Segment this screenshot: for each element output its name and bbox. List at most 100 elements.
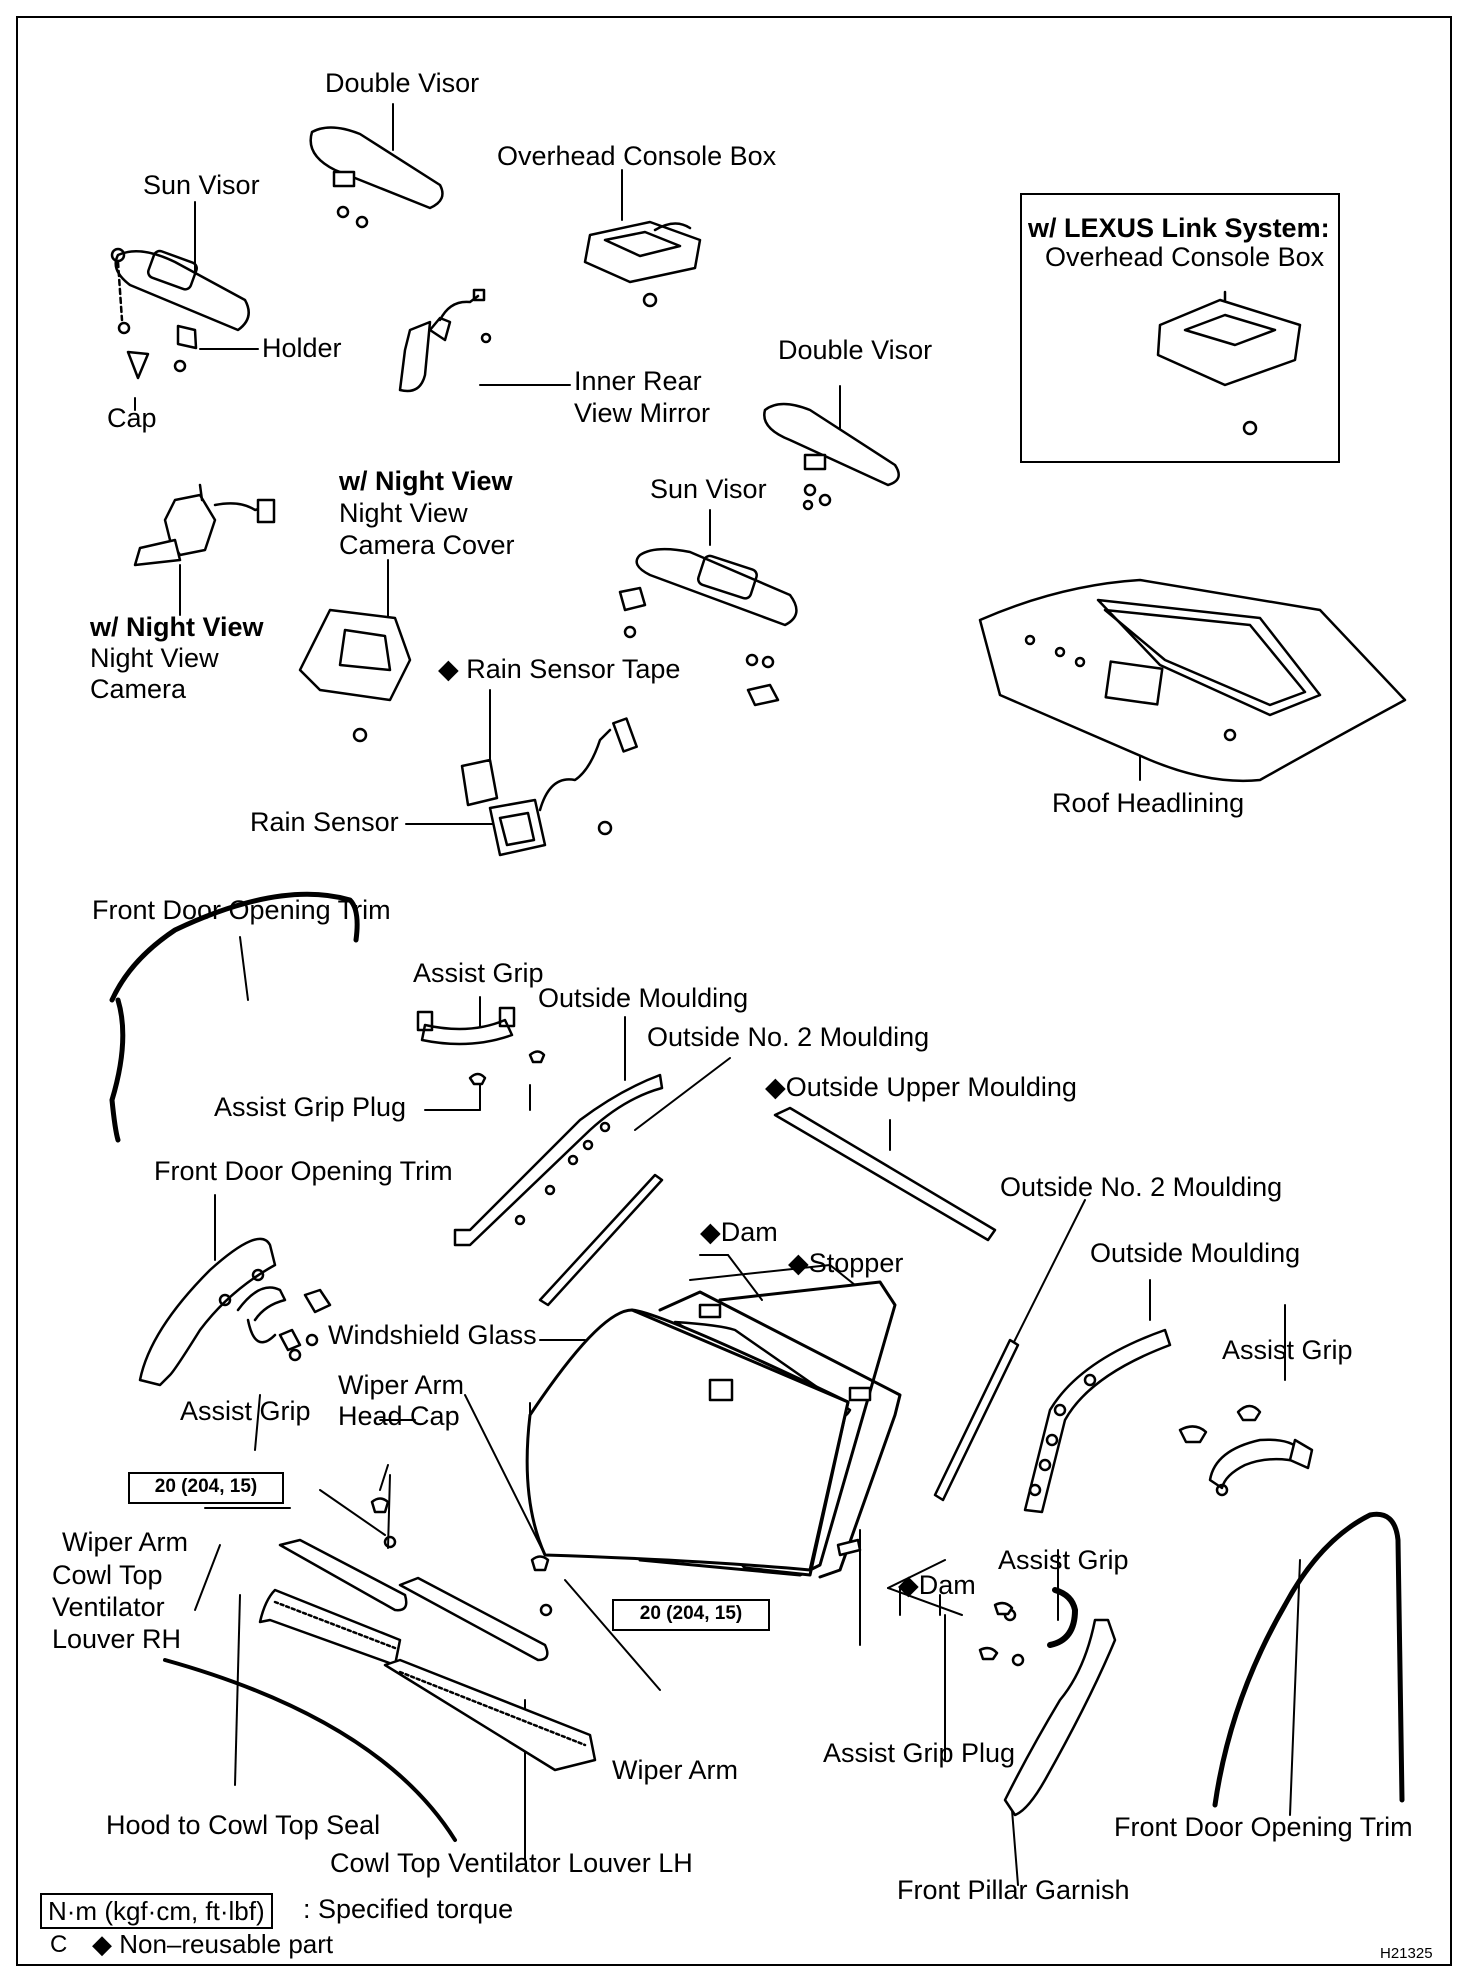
legend-nonreusable: ◆ Non–reusable part <box>92 1929 333 1960</box>
label-rain-sensor: Rain Sensor <box>250 807 399 837</box>
outside-moulding-left-icon <box>453 1073 664 1247</box>
label-inner-rear-view-mirror-2: View Mirror <box>574 398 711 428</box>
double-visor-right-icon <box>763 402 900 511</box>
label-sun-visor-right: Sun Visor <box>650 474 767 504</box>
assist-grip-right-icon <box>1178 1404 1314 1497</box>
double-visor-top-icon <box>309 126 444 229</box>
label-rain-sensor-tape: ◆ Rain Sensor Tape <box>438 654 680 685</box>
diamond-icon: ◆ <box>898 1570 919 1600</box>
rain-sensor-tape-text: Rain Sensor Tape <box>466 654 681 684</box>
label-dam-top: ◆Dam <box>700 1217 778 1248</box>
label-cap: Cap <box>107 403 157 433</box>
label-wiper-arm-head-cap-2: Head Cap <box>338 1401 460 1431</box>
outside-upper-moulding-text: Outside Upper Moulding <box>785 1072 1077 1102</box>
label-cowl-rh-3: Louver RH <box>52 1624 182 1654</box>
diamond-icon: ◆ <box>700 1217 721 1247</box>
outside-no2-moulding-left-icon <box>538 1173 664 1307</box>
diamond-icon: ◆ <box>92 1929 112 1959</box>
diamond-icon: ◆ <box>438 654 459 684</box>
label-wiper-arm-right: Wiper Arm <box>612 1755 739 1785</box>
night-view-camera-cover-icon <box>298 608 412 743</box>
diagram-frame <box>16 16 1452 1966</box>
inner-rear-view-mirror-icon <box>398 288 492 393</box>
outside-moulding-right-icon <box>1023 1328 1172 1514</box>
roof-headlining-icon <box>978 578 1407 783</box>
front-door-opening-trim-top-icon <box>109 891 360 1143</box>
front-door-opening-trim-right-icon <box>1212 1511 1405 1808</box>
legend-torque-text: : Specified torque <box>303 1894 514 1924</box>
label-inner-rear-view-mirror-1: Inner Rear <box>574 366 702 396</box>
torque-spec-right: 20 (204, 15) <box>612 1599 770 1631</box>
label-dam-bottom: ◆Dam <box>898 1570 976 1601</box>
figure-code: H21325 <box>1380 1945 1433 1962</box>
label-hood-to-cowl-top-seal: Hood to Cowl Top Seal <box>106 1810 381 1840</box>
label-cowl-rh-1: Cowl Top <box>52 1560 163 1590</box>
label-cowl-lh: Cowl Top Ventilator Louver LH <box>330 1848 693 1878</box>
label-front-door-opening-trim-top: Front Door Opening Trim <box>92 895 391 925</box>
label-assist-grip-right: Assist Grip <box>1222 1335 1353 1365</box>
assist-grip-top-icon <box>416 1006 546 1086</box>
label-outside-moulding-right: Outside Moulding <box>1090 1238 1301 1268</box>
sun-visor-left-icon <box>110 247 250 380</box>
label-night-view-cover-2: Camera Cover <box>339 530 515 560</box>
rain-sensor-icon <box>460 717 638 857</box>
lexus-link-console-icon <box>1156 290 1302 436</box>
label-wiper-arm-left: Wiper Arm <box>62 1527 189 1557</box>
label-sun-visor-left: Sun Visor <box>143 170 260 200</box>
front-pillar-garnish-icon <box>1003 1618 1117 1817</box>
hood-to-cowl-top-seal-icon <box>163 1658 457 1842</box>
front-door-opening-trim-mid-icon <box>138 1237 332 1387</box>
cowl-top-ventilator-louver-rh-icon <box>258 1588 402 1667</box>
stopper-text: Stopper <box>808 1248 904 1278</box>
label-stopper: ◆Stopper <box>788 1248 903 1279</box>
label-front-door-opening-trim-right: Front Door Opening Trim <box>1114 1812 1413 1842</box>
label-lexus-link-title: w/ LEXUS Link System: <box>1028 213 1330 243</box>
outside-upper-moulding-icon <box>773 1106 997 1242</box>
nonreusable-text: Non–reusable part <box>119 1929 334 1959</box>
dam-top-text: Dam <box>720 1217 778 1247</box>
label-outside-upper-moulding: ◆Outside Upper Moulding <box>765 1072 1077 1103</box>
wiper-arm-right-icon <box>398 1576 549 1662</box>
label-windshield-glass: Windshield Glass <box>328 1320 537 1350</box>
diamond-icon: ◆ <box>765 1072 786 1102</box>
torque-spec-left: 20 (204, 15) <box>128 1472 284 1504</box>
label-night-view-camera-1: Night View <box>90 643 219 673</box>
lexus-link-system-box <box>1020 193 1340 463</box>
outside-no2-moulding-right-icon <box>933 1338 1020 1502</box>
night-view-camera-icon <box>133 483 276 567</box>
label-roof-headlining: Roof Headlining <box>1052 788 1245 818</box>
label-night-view-camera-title: w/ Night View <box>90 612 264 642</box>
legend-c-mark: C <box>50 1931 68 1958</box>
diamond-icon: ◆ <box>788 1248 809 1278</box>
label-front-pillar-garnish: Front Pillar Garnish <box>897 1875 1130 1905</box>
label-outside-no2-moulding-right: Outside No. 2 Moulding <box>1000 1172 1283 1202</box>
label-night-view-cover-title: w/ Night View <box>339 466 513 496</box>
label-night-view-cover-1: Night View <box>339 498 468 528</box>
label-lexus-link-console: Overhead Console Box <box>1045 242 1325 272</box>
overhead-console-box-icon <box>583 220 702 308</box>
dam-bottom-text: Dam <box>918 1570 976 1600</box>
legend-torque-key: N·m (kgf·cm, ft·lbf) <box>40 1893 273 1929</box>
label-assist-grip-top: Assist Grip <box>413 958 544 988</box>
label-wiper-arm-head-cap-1: Wiper Arm <box>338 1370 465 1400</box>
cowl-top-ventilator-louver-lh-icon <box>383 1658 597 1772</box>
sun-visor-right-icon <box>618 547 798 707</box>
label-double-visor-right: Double Visor <box>778 335 933 365</box>
label-assist-grip-plug-top: Assist Grip Plug <box>214 1092 407 1122</box>
assist-grip-lower-icon <box>978 1587 1078 1667</box>
label-front-door-opening-trim-mid: Front Door Opening Trim <box>154 1156 453 1186</box>
label-cowl-rh-2: Ventilator <box>52 1592 165 1622</box>
wiper-arm-left-icon <box>278 1538 408 1612</box>
label-assist-grip-lower: Assist Grip <box>998 1545 1129 1575</box>
label-night-view-camera-2: Camera <box>90 674 187 704</box>
wiper-arm-head-caps-icon <box>370 1497 553 1617</box>
label-outside-moulding-left: Outside Moulding <box>538 983 749 1013</box>
label-overhead-console-box: Overhead Console Box <box>497 141 777 171</box>
label-assist-grip-left: Assist Grip <box>180 1396 311 1426</box>
label-outside-no2-moulding-left: Outside No. 2 Moulding <box>647 1022 930 1052</box>
label-holder: Holder <box>262 333 342 363</box>
windshield-glass-icon <box>525 1280 902 1579</box>
label-double-visor-top: Double Visor <box>325 68 480 98</box>
label-assist-grip-plug-bottom: Assist Grip Plug <box>823 1738 1016 1768</box>
